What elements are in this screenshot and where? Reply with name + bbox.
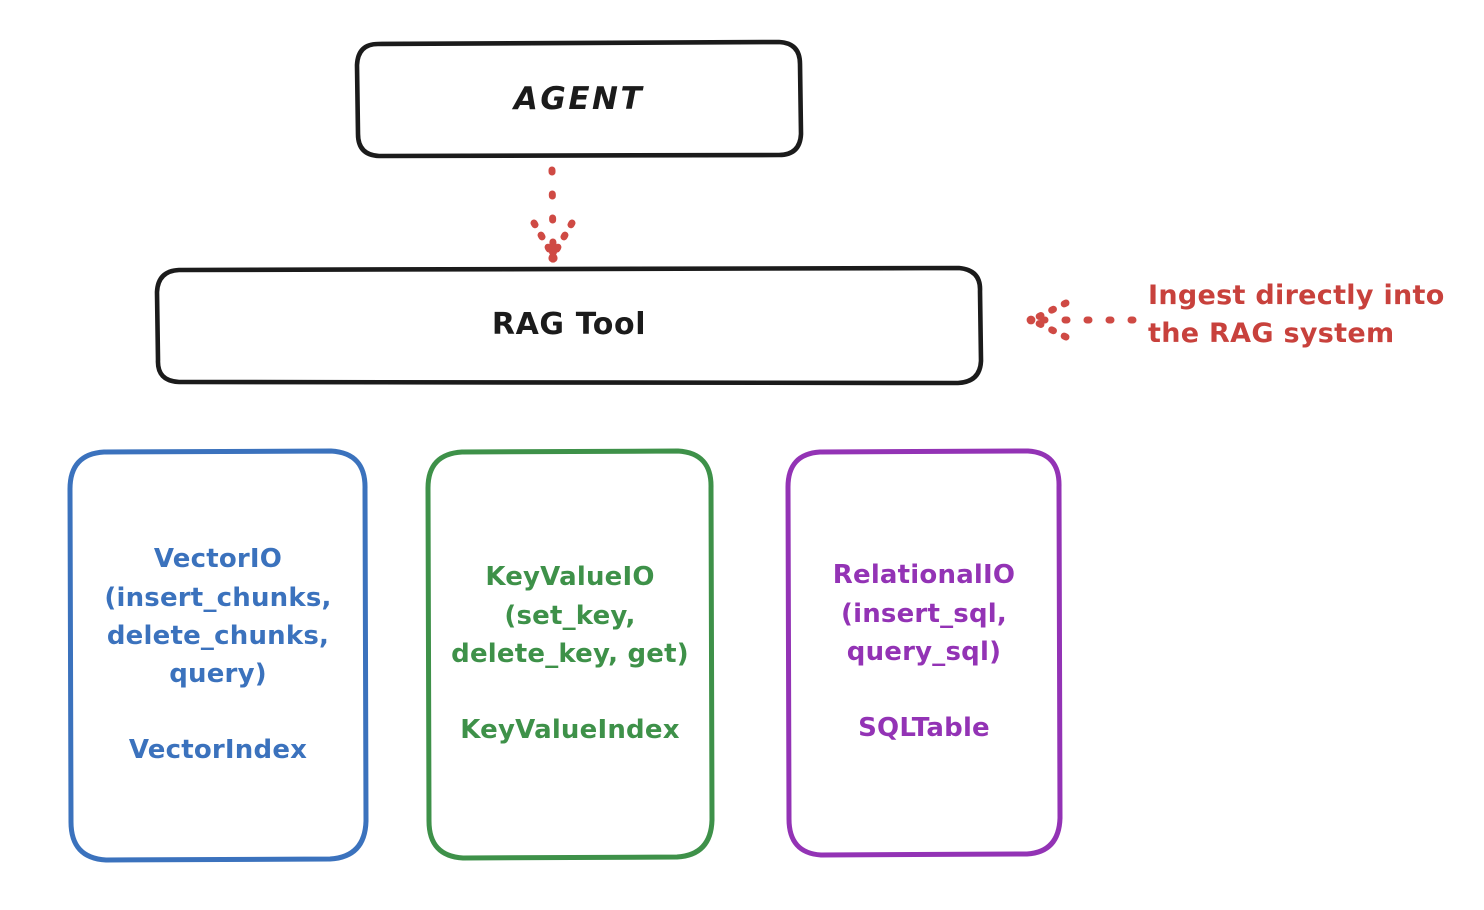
key-value-io-node-label: KeyValueIO (set_key, delete_key, get) Ke… bbox=[451, 562, 689, 746]
key-value-io-box-outline bbox=[425, 448, 715, 861]
ingest-annotation-text: Ingest directly into the RAG system bbox=[1148, 280, 1445, 350]
relational-io-node-label: RelationalIO (insert_sql, query_sql) SQL… bbox=[832, 560, 1016, 744]
rag-tool-node-label: RAG Tool bbox=[491, 307, 647, 343]
relational-io-box-outline bbox=[785, 448, 1063, 858]
vector-io-box-outline bbox=[67, 448, 369, 863]
agent-box-outline bbox=[354, 39, 804, 159]
relational-io-node[interactable]: RelationalIO (insert_sql, query_sql) SQL… bbox=[788, 450, 1060, 854]
agent-node[interactable]: AGENT bbox=[357, 42, 801, 156]
vector-io-node[interactable]: VectorIO (insert_chunks, delete_chunks, … bbox=[70, 450, 366, 860]
ingest-annotation-arrow bbox=[1026, 299, 1137, 341]
rag-tool-node[interactable]: RAG Tool bbox=[157, 268, 981, 383]
key-value-io-node[interactable]: KeyValueIO (set_key, delete_key, get) Ke… bbox=[428, 450, 712, 858]
agent-to-rag-tool-arrow bbox=[530, 166, 576, 266]
rag-tool-box-outline bbox=[154, 265, 984, 386]
ingest-annotation: Ingest directly into the RAG system bbox=[1148, 277, 1468, 354]
vector-io-node-label: VectorIO (insert_chunks, delete_chunks, … bbox=[104, 544, 332, 766]
agent-node-label: AGENT bbox=[513, 80, 645, 117]
